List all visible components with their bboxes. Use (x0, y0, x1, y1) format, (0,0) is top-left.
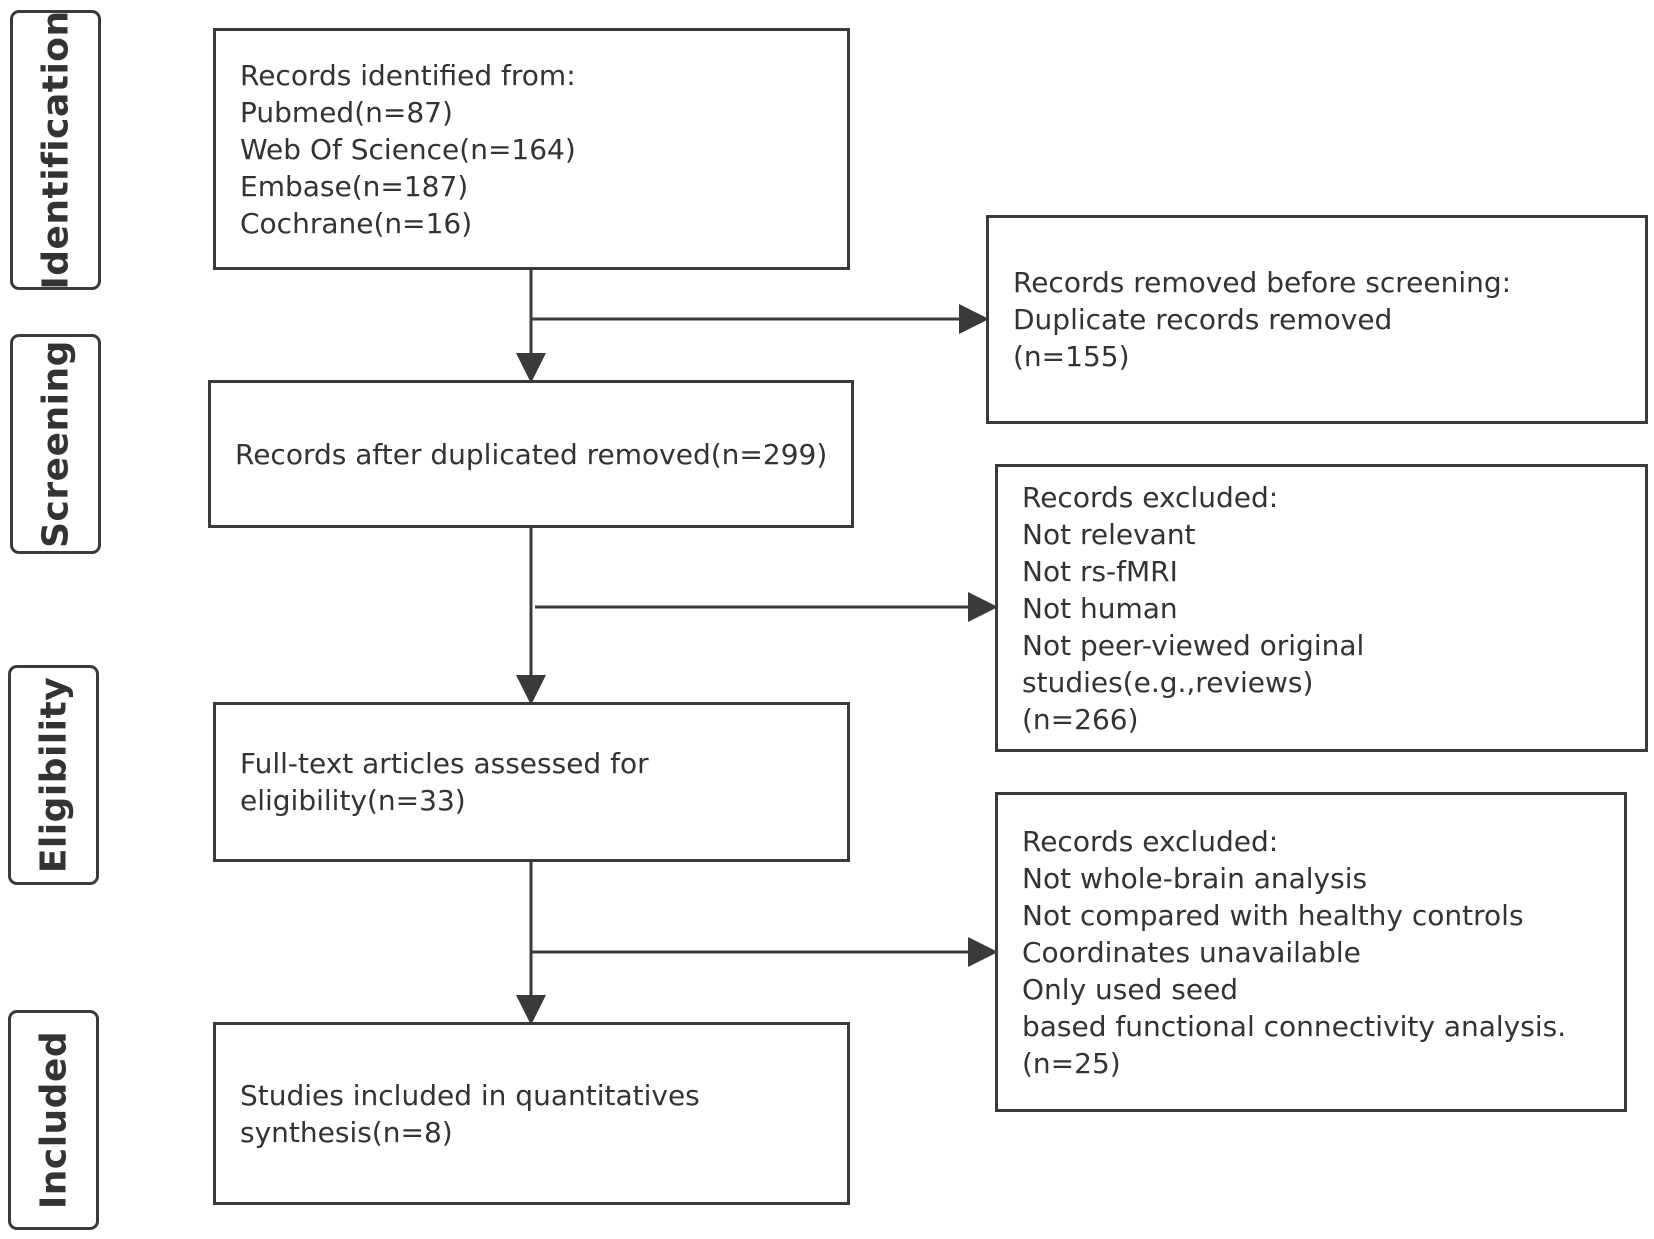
box-line: Records excluded: (1022, 824, 1279, 858)
box-line: Cochrane(n=16) (240, 206, 473, 240)
box-line: Full-text articles assessed for (240, 747, 649, 780)
box-line: Studies included in quantitatives (240, 1078, 700, 1112)
box-line: (n=155) (1013, 340, 1130, 373)
stage-identification: Identification (10, 10, 101, 290)
box-line: (n=25) (1022, 1046, 1121, 1080)
box-line: Not human (1022, 591, 1178, 625)
stage-eligibility-label: Eligibility (33, 676, 74, 874)
records-identified-box: Records identified from: Pubmed(n=87) We… (213, 28, 850, 270)
stage-identification-label: Identification (35, 10, 76, 290)
box-line: Duplicate records removed (1013, 303, 1393, 336)
stage-screening: Screening (10, 334, 101, 554)
box-line: Not compared with healthy controls (1022, 898, 1524, 932)
box-line: Records identified from: (240, 58, 576, 92)
studies-included-box: Studies included in quantitatives synthe… (213, 1022, 850, 1205)
stage-included-label: Included (33, 1030, 74, 1210)
box-line: Pubmed(n=87) (240, 95, 453, 129)
box-line: Not whole-brain analysis (1022, 861, 1368, 895)
box-line: eligibility(n=33) (240, 784, 466, 817)
box-line: Records excluded: (1022, 480, 1279, 514)
box-line: studies(e.g.,reviews) (1022, 665, 1314, 699)
box-line: based functional connectivity analysis. (1022, 1009, 1567, 1043)
box-line: Only used seed (1022, 972, 1239, 1006)
records-after-duplicates-box: Records after duplicated removed(n=299) (208, 380, 854, 528)
box-line: Records removed before screening: (1013, 266, 1512, 299)
box-line: synthesis(n=8) (240, 1115, 453, 1149)
box-line: Records after duplicated removed(n=299) (235, 437, 828, 471)
box-line: Not relevant (1022, 517, 1196, 551)
box-line: (n=266) (1022, 702, 1139, 736)
stage-eligibility: Eligibility (8, 665, 99, 885)
stage-included: Included (8, 1010, 99, 1230)
removed-before-screening-box: Records removed before screening: Duplic… (986, 215, 1648, 424)
stage-screening-label: Screening (35, 340, 76, 548)
box-line: Embase(n=187) (240, 169, 469, 203)
box-line: Coordinates unavailable (1022, 935, 1361, 969)
full-text-assessed-box: Full-text articles assessed for eligibil… (213, 702, 850, 862)
excluded-eligibility-box: Records excluded: Not whole-brain analys… (995, 792, 1627, 1112)
excluded-screening-box: Records excluded: Not relevant Not rs-fM… (995, 464, 1648, 752)
box-line: Not peer-viewed original (1022, 628, 1365, 662)
box-line: Web Of Science(n=164) (240, 132, 576, 166)
box-line: Not rs-fMRI (1022, 554, 1178, 588)
